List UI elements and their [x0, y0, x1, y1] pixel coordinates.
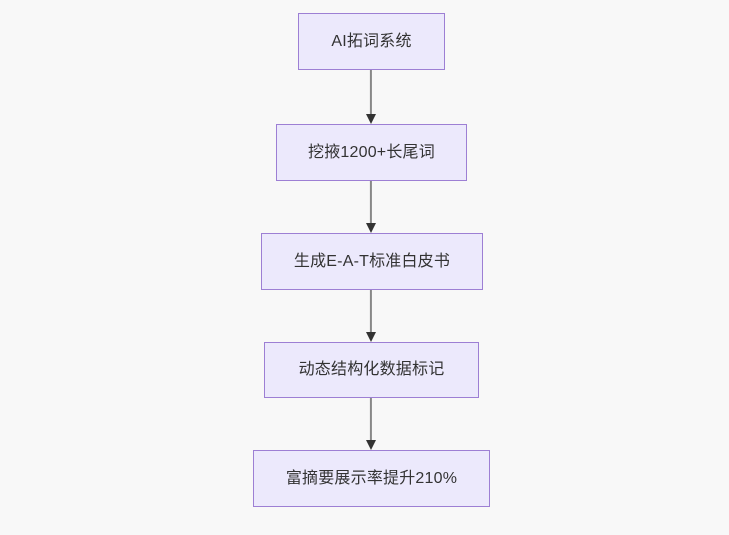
- edge-line: [369, 290, 373, 334]
- flow-node-rich-snippet-impression-lift[interactable]: 富摘要展示率提升210%: [253, 450, 490, 507]
- flow-node-dynamic-structured-data-markup[interactable]: 动态结构化数据标记: [264, 342, 479, 398]
- arrow-head-icon: [366, 332, 376, 342]
- edge-line: [369, 398, 373, 442]
- flow-node-generate-eat-whitepaper[interactable]: 生成E-A-T标准白皮书: [261, 233, 483, 290]
- edge-line: [369, 181, 373, 225]
- arrow-head-icon: [366, 114, 376, 124]
- flow-node-ai-keyword-system[interactable]: AI拓词系统: [298, 13, 445, 70]
- flow-edge-4-to-5: [363, 398, 379, 450]
- arrow-head-icon: [366, 440, 376, 450]
- edge-line: [369, 70, 373, 116]
- flow-edge-3-to-4: [363, 290, 379, 342]
- flow-edge-1-to-2: [363, 70, 379, 124]
- flow-node-mine-longtail-keywords[interactable]: 挖掖1200+长尾词: [276, 124, 467, 181]
- flow-edge-2-to-3: [363, 181, 379, 233]
- arrow-head-icon: [366, 223, 376, 233]
